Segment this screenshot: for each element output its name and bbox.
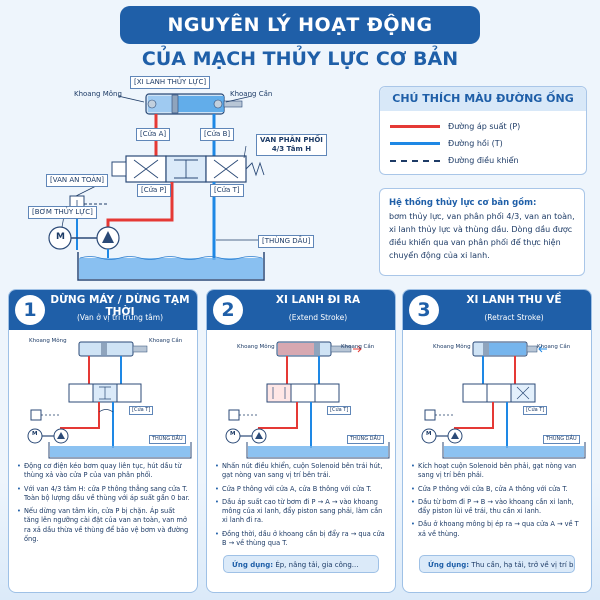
panel-subtitle: (Retract Stroke) <box>484 313 544 322</box>
motor-label: M <box>426 431 432 437</box>
piston-chamber-label: Khoang Mông <box>74 90 122 98</box>
legend-title: CHÚ THÍCH MÀU ĐƯỜNG ỐNG <box>380 87 586 111</box>
tank-label: THÙNG DẦU <box>543 435 580 444</box>
port-t-label: [Cửa T] <box>129 406 154 415</box>
main-cylinder <box>145 93 243 115</box>
port-t-label: [Cửa T] <box>523 406 548 415</box>
panel-bullets: Nhấn nút điều khiển, cuộn Solenoid bên t… <box>215 462 389 552</box>
panel-header: 3 XI LANH THU VỀ (Retract Stroke) <box>403 290 591 330</box>
application-label: Ứng dụng: <box>428 561 470 569</box>
main-tank <box>77 252 265 281</box>
rod-chamber-label: Khoang Cần <box>230 90 273 98</box>
application-label: Ứng dụng: <box>232 561 274 569</box>
legend-item-label: Đường hồi (T) <box>448 139 503 148</box>
bullet-item: Dầu từ bơm đi P → B → vào khoang cần xi … <box>411 498 585 517</box>
rod-chamber-label: Khoang Cần <box>149 338 183 344</box>
port-t-label: [Cửa T] <box>210 184 244 197</box>
tank-label: THÙNG DẦU <box>149 435 186 444</box>
pump-label: [BƠM THỦY LỰC] <box>28 206 97 219</box>
pipe-color-legend: CHÚ THÍCH MÀU ĐƯỜNG ỐNG Đường áp suất (P… <box>379 86 587 175</box>
main-motor <box>48 226 97 250</box>
panel-header: 1 DỪNG MÁY / DỪNG TẠM THỜI (Van ở vị trí… <box>9 290 197 330</box>
panel-diagram <box>421 341 586 459</box>
rod-chamber-label: Khoang Cần <box>537 344 571 350</box>
motor-label: M <box>32 431 38 437</box>
bullet-item: Nếu dừng van tâm kín, cửa P bị chặn. Áp … <box>17 507 191 544</box>
panel-number: 3 <box>409 295 439 325</box>
panel-extend: 2 XI LANH ĐI RA (Extend Stroke) Khoang M… <box>206 289 396 593</box>
application-text: Thu cần, hạ tải, trở về vị trí ban đầu..… <box>471 561 574 569</box>
panel-subtitle: (Van ở vị trí trung tâm) <box>76 313 164 322</box>
port-t-label: [Cửa T] <box>327 406 352 415</box>
main-pump <box>96 226 120 258</box>
port-b-label: [Cửa B] <box>200 128 235 141</box>
legend-item-control: Đường điều khiển <box>390 155 519 167</box>
legend-item-pressure: Đường áp suất (P) <box>390 121 520 133</box>
legend-item-label: Đường áp suất (P) <box>448 122 521 131</box>
motor-label: M <box>230 431 236 437</box>
panel-bullets: Động cơ điện kéo bơm quay liên tục, hút … <box>17 462 191 548</box>
port-p-label: [Cửa P] <box>137 184 171 197</box>
control-line-swatch <box>390 159 440 162</box>
piston-chamber-label: Khoang Mông <box>29 338 67 344</box>
bullet-item: Với van 4/3 tâm H: cửa P thông thẳng san… <box>17 485 191 504</box>
panel-title: XI LANH ĐI RA <box>275 294 361 306</box>
bullet-item: Cửa P thông với cửa B, cửa A thông với c… <box>411 485 585 495</box>
bullet-item: Dầu ở khoang mông bị ép ra → qua cửa A →… <box>411 520 585 539</box>
panel-diagram <box>27 341 192 459</box>
port-a-label: [Cửa A] <box>136 128 171 141</box>
tank-label: THÙNG DẦU <box>347 435 384 444</box>
panel-diagram <box>225 341 390 459</box>
valve-label: VAN PHÂN PHỐI 4/3 Tâm H <box>256 134 327 156</box>
tank-label: [THÙNG DẦU] <box>258 235 315 248</box>
bullet-item: Dầu áp suất cao từ bơm đi P → A → vào kh… <box>215 498 389 526</box>
system-info-box: Hệ thống thủy lực cơ bản gồm: bơm thủy l… <box>379 188 585 276</box>
piston-chamber-label: Khoang Mông <box>237 344 275 350</box>
relief-valve-label: [VAN AN TOÀN] <box>46 174 108 187</box>
bullet-item: Động cơ điện kéo bơm quay liên tục, hút … <box>17 462 191 481</box>
panel-number: 1 <box>15 295 45 325</box>
panel-subtitle: (Extend Stroke) <box>288 313 348 322</box>
pressure-line-swatch <box>390 125 440 128</box>
piston-chamber-label: Khoang Mông <box>433 344 471 350</box>
bullet-item: Nhấn nút điều khiển, cuộn Solenoid bên t… <box>215 462 389 481</box>
cylinder-label: [XI LANH THỦY LỰC] <box>130 76 211 89</box>
page-title: NGUYÊN LÝ HOẠT ĐỘNG <box>120 6 480 44</box>
main-directional-valve <box>111 155 265 183</box>
bullet-item: Cửa P thông với cửa A, cửa B thông với c… <box>215 485 389 495</box>
panel-title: XI LANH THU VỀ <box>466 294 562 306</box>
main-hydraulic-diagram <box>48 93 265 281</box>
panel-retract: 3 XI LANH THU VỀ (Retract Stroke) Khoang… <box>402 289 592 593</box>
panel-header: 2 XI LANH ĐI RA (Extend Stroke) <box>207 290 395 330</box>
bullet-item: Đồng thời, dầu ở khoang cần bị đẩy ra → … <box>215 530 389 549</box>
motor-label: M <box>56 232 65 242</box>
application-box: Ứng dụng: Thu cần, hạ tải, trở về vị trí… <box>419 555 575 573</box>
page-subtitle: CỦA MẠCH THỦY LỰC CƠ BẢN <box>141 48 459 70</box>
return-line-swatch <box>390 142 440 145</box>
application-text: Ép, nâng tải, gia công... <box>275 561 359 569</box>
bullet-item: Kích hoạt cuộn Solenoid bên phải, gạt nò… <box>411 462 585 481</box>
legend-item-return: Đường hồi (T) <box>390 138 503 150</box>
panel-stop: 1 DỪNG MÁY / DỪNG TẠM THỜI (Van ở vị trí… <box>8 289 198 593</box>
info-title: Hệ thống thủy lực cơ bản gồm: <box>389 198 537 208</box>
legend-item-label: Đường điều khiển <box>448 156 519 165</box>
info-text: bơm thủy lực, van phân phối 4/3, van an … <box>389 212 575 260</box>
panel-number: 2 <box>213 295 243 325</box>
panel-bullets: Kích hoạt cuộn Solenoid bên phải, gạt nò… <box>411 462 585 543</box>
application-box: Ứng dụng: Ép, nâng tải, gia công... <box>223 555 379 573</box>
panel-title: DỪNG MÁY / DỪNG TẠM THỜI <box>50 294 190 318</box>
rod-chamber-label: Khoang Cần <box>341 344 375 350</box>
